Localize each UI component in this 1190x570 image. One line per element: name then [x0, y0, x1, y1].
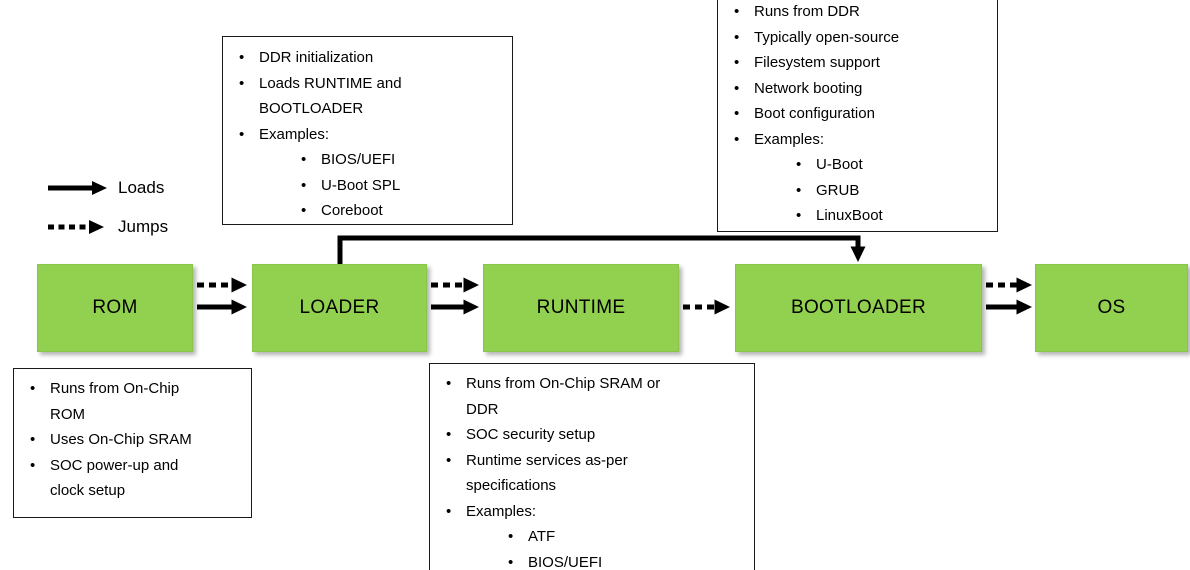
legend-loads-label: Loads — [118, 177, 165, 197]
bullet-icon: • — [508, 553, 514, 570]
bullet-icon: • — [446, 375, 452, 392]
rom-note-box: • Runs from On-Chip ROM • Uses On-Chip SRAM… — [13, 368, 252, 518]
bullet-text: Network booting — [754, 79, 863, 97]
bullet-text: SOC security setup — [466, 426, 596, 443]
bullet-text: LinuxBoot — [816, 207, 883, 224]
bullet-text: SOC power-up and clock setup — [50, 456, 179, 500]
bullet-icon: • — [446, 426, 452, 443]
loader-note-box: • DDR initialization • Loads RUNTIME and BO… — [222, 36, 513, 225]
legend-row-jumps: Jumps — [46, 207, 168, 246]
bullet-item: • U-Boot — [780, 152, 997, 178]
bullet-item: • U-Boot SPL — [285, 173, 512, 199]
bullet-icon: • — [796, 181, 802, 199]
bullet-item: • SOC security setup — [430, 422, 754, 448]
bullet-item: • Examples: — [223, 122, 512, 148]
bootloader-note-box: • Runs from DDR • Typically open-source • Fil… — [717, 0, 998, 232]
bullet-icon: • — [734, 105, 740, 122]
node-bootloader: BOOTLOADER — [735, 264, 982, 352]
bullet-item: • Examples: — [718, 127, 997, 153]
bullet-icon: • — [301, 176, 307, 194]
bullet-item: • Examples: — [430, 499, 754, 525]
node-runtime: RUNTIME — [483, 264, 679, 352]
bullet-item: • DDR initialization — [223, 45, 512, 71]
bullet-icon: • — [446, 502, 452, 520]
bullet-icon: • — [508, 528, 514, 545]
bullet-icon: • — [796, 156, 802, 173]
bullet-text: BIOS/UEFI — [528, 553, 603, 570]
bullet-item: • Runs from DDR — [718, 0, 997, 25]
bullet-item: • Runtime services as-per specifications — [430, 448, 754, 499]
solid-arrow-icon — [48, 180, 107, 195]
bullet-text: GRUB — [816, 181, 860, 199]
bullet-item: • Filesystem support — [718, 50, 997, 76]
bullet-text: Runtime services as-per specifications — [466, 451, 628, 495]
bullet-icon: • — [734, 3, 740, 20]
node-os: OS — [1035, 264, 1188, 352]
bullet-item: • Coreboot — [285, 198, 512, 224]
bullet-icon: • — [239, 125, 245, 143]
bullet-text: Runs from On-Chip ROM — [50, 380, 180, 423]
bullet-text: U-Boot — [816, 156, 863, 173]
bullet-icon: • — [734, 54, 740, 71]
node-loader: LOADER — [252, 264, 427, 352]
bullet-item: • GRUB — [780, 178, 997, 204]
bullet-icon: • — [30, 380, 36, 397]
bullet-item: • LinuxBoot — [780, 203, 997, 229]
bullet-item: • BIOS/UEFI — [285, 147, 512, 173]
bullet-text: U-Boot SPL — [321, 176, 401, 194]
bullet-text: BIOS/UEFI — [321, 151, 396, 168]
bullet-item: • Uses On-Chip SRAM — [14, 427, 251, 453]
node-rom: ROM — [37, 264, 193, 352]
bullet-item: • Runs from On-Chip SRAM or DDR — [430, 371, 754, 422]
bullet-item: • ATF — [492, 524, 754, 550]
dashed-arrow-icon — [48, 219, 104, 234]
bullet-text: Uses On-Chip SRAM — [50, 431, 192, 448]
bullet-item: • BIOS/UEFI — [492, 550, 754, 570]
legend-row-loads: Loads — [46, 168, 168, 207]
bullet-text: Examples: — [754, 130, 825, 148]
runtime-note-box: • Runs from On-Chip SRAM or DDR • SOC secur… — [429, 363, 755, 570]
bullet-icon: • — [301, 202, 307, 219]
legend: Loads Jumps — [46, 168, 168, 246]
bullet-text: Boot configuration — [754, 105, 875, 122]
bullet-icon: • — [301, 151, 307, 168]
bullet-text: Typically open-source — [754, 28, 900, 46]
bullet-text: Runs from On-Chip SRAM or DDR — [466, 375, 661, 418]
bullet-text: Runs from DDR — [754, 3, 860, 20]
bullet-icon: • — [30, 431, 36, 448]
bullet-icon: • — [30, 456, 36, 474]
bullet-text: DDR initialization — [259, 49, 374, 66]
bullet-text: Filesystem support — [754, 54, 880, 71]
bullet-item: • Network booting — [718, 76, 997, 102]
bullet-text: Coreboot — [321, 202, 383, 219]
bullet-text: Loads RUNTIME and BOOTLOADER — [259, 74, 402, 118]
bullet-icon: • — [734, 130, 740, 148]
bullet-item: • Typically open-source — [718, 25, 997, 51]
bullet-icon: • — [796, 207, 802, 224]
legend-jumps-label: Jumps — [118, 216, 169, 236]
bullet-text: Examples: — [466, 502, 537, 520]
bullet-text: Examples: — [259, 125, 330, 143]
bullet-item: • Loads RUNTIME and BOOTLOADER — [223, 71, 512, 122]
arrow-loader-bootloader-loads — [337, 235, 866, 264]
bullet-icon: • — [734, 28, 740, 46]
bullet-item: • SOC power-up and clock setup — [14, 453, 251, 504]
bullet-item: • Runs from On-Chip ROM — [14, 376, 251, 427]
bullet-icon: • — [239, 74, 245, 92]
bullet-icon: • — [446, 451, 452, 469]
bullet-item: • Boot configuration — [718, 101, 997, 127]
bullet-icon: • — [239, 49, 245, 66]
bullet-text: ATF — [528, 528, 556, 545]
bullet-icon: • — [734, 79, 740, 97]
